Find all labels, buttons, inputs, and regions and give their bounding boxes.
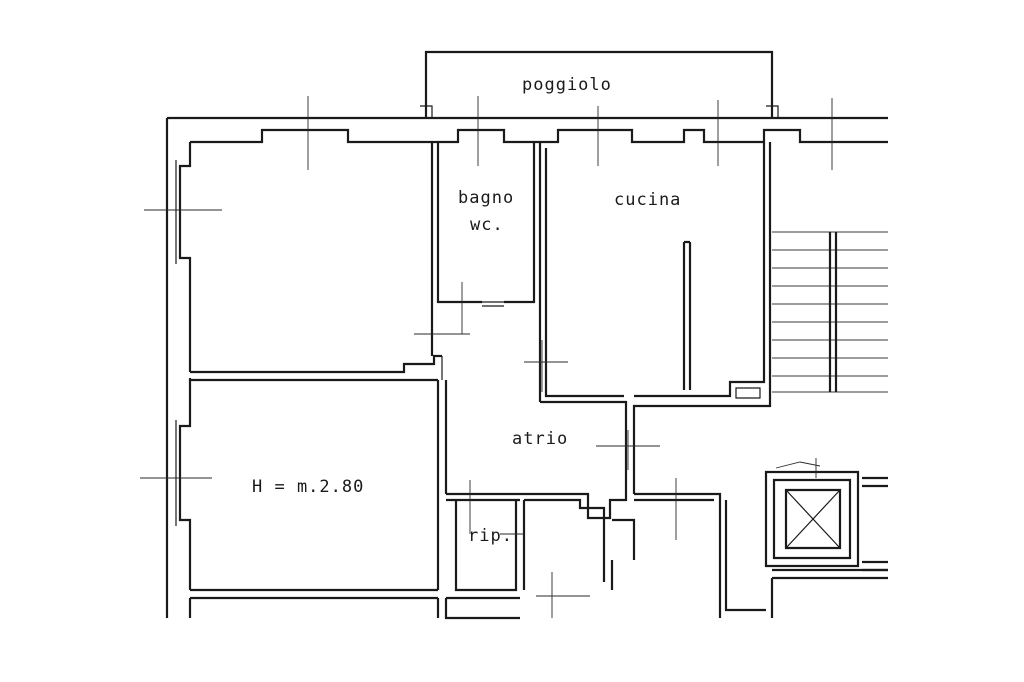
interior-walls (190, 142, 772, 618)
label-balcony: poggiolo (522, 75, 612, 95)
room-labels: poggiolo bagno wc. cucina atrio H = m.2.… (252, 75, 681, 546)
label-bathroom: bagno (458, 188, 514, 208)
balcony (420, 50, 779, 118)
label-hall: atrio (512, 429, 568, 449)
staircase (772, 231, 888, 393)
label-storage: rip. (468, 526, 513, 546)
label-wc: wc. (470, 215, 504, 235)
label-ceiling-height: H = m.2.80 (252, 477, 364, 497)
label-kitchen: cucina (614, 190, 681, 210)
elevator-shaft (764, 461, 888, 618)
reference-lines (140, 96, 833, 618)
exterior-walls (165, 116, 888, 620)
